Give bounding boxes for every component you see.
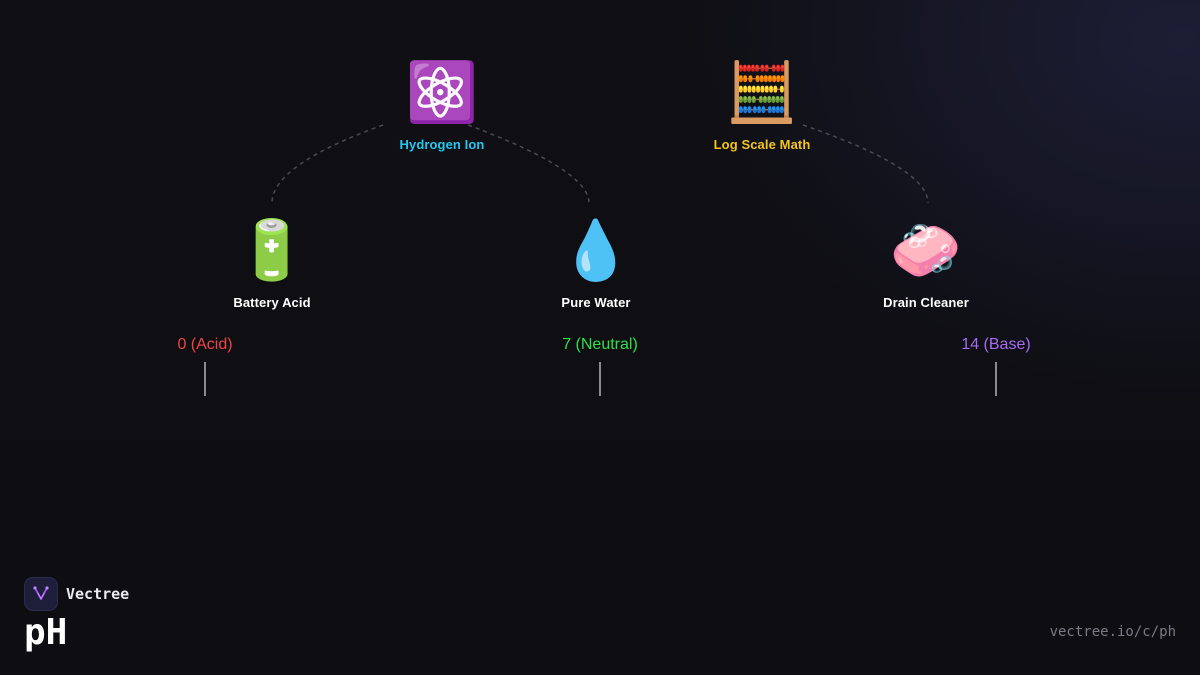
node-hydrogen-ion[interactable]: ⚛️ Hydrogen Ion — [362, 60, 522, 152]
soap-icon: 🧼 — [889, 218, 963, 283]
water-droplet-icon: 💧 — [559, 218, 633, 283]
node-label: Log Scale Math — [713, 137, 811, 152]
footer-url[interactable]: vectree.io/c/ph — [1049, 624, 1176, 640]
scale-mark-acid: 0 (Acid) — [125, 336, 285, 396]
abacus-icon: 🧮 — [725, 60, 799, 125]
battery-icon: 🔋 — [235, 218, 309, 283]
brand[interactable]: Vectree — [24, 577, 129, 611]
scale-tick — [599, 362, 601, 396]
node-battery-acid[interactable]: 🔋 Battery Acid — [192, 218, 352, 310]
connector-hydrogen-to-battery — [271, 124, 384, 204]
connector-logscale-to-drain — [802, 124, 929, 204]
node-label: Pure Water — [561, 295, 631, 310]
scale-tick — [204, 362, 206, 396]
atom-icon: ⚛️ — [405, 60, 479, 125]
scale-label-base: 14 (Base) — [961, 336, 1031, 353]
scale-mark-base: 14 (Base) — [916, 336, 1076, 396]
scale-label-neutral: 7 (Neutral) — [562, 336, 638, 353]
node-pure-water[interactable]: 💧 Pure Water — [516, 218, 676, 310]
page-title: pH — [24, 612, 68, 653]
connector-hydrogen-to-water — [467, 124, 590, 204]
vectree-logo-icon — [24, 577, 58, 611]
node-label: Hydrogen Ion — [399, 137, 485, 152]
node-drain-cleaner[interactable]: 🧼 Drain Cleaner — [846, 218, 1006, 310]
scale-tick — [995, 362, 997, 396]
scale-mark-neutral: 7 (Neutral) — [520, 336, 680, 396]
node-log-scale-math[interactable]: 🧮 Log Scale Math — [682, 60, 842, 152]
brand-name: Vectree — [66, 585, 130, 603]
node-label: Battery Acid — [233, 295, 311, 310]
scale-label-acid: 0 (Acid) — [177, 336, 233, 353]
node-label: Drain Cleaner — [883, 295, 969, 310]
